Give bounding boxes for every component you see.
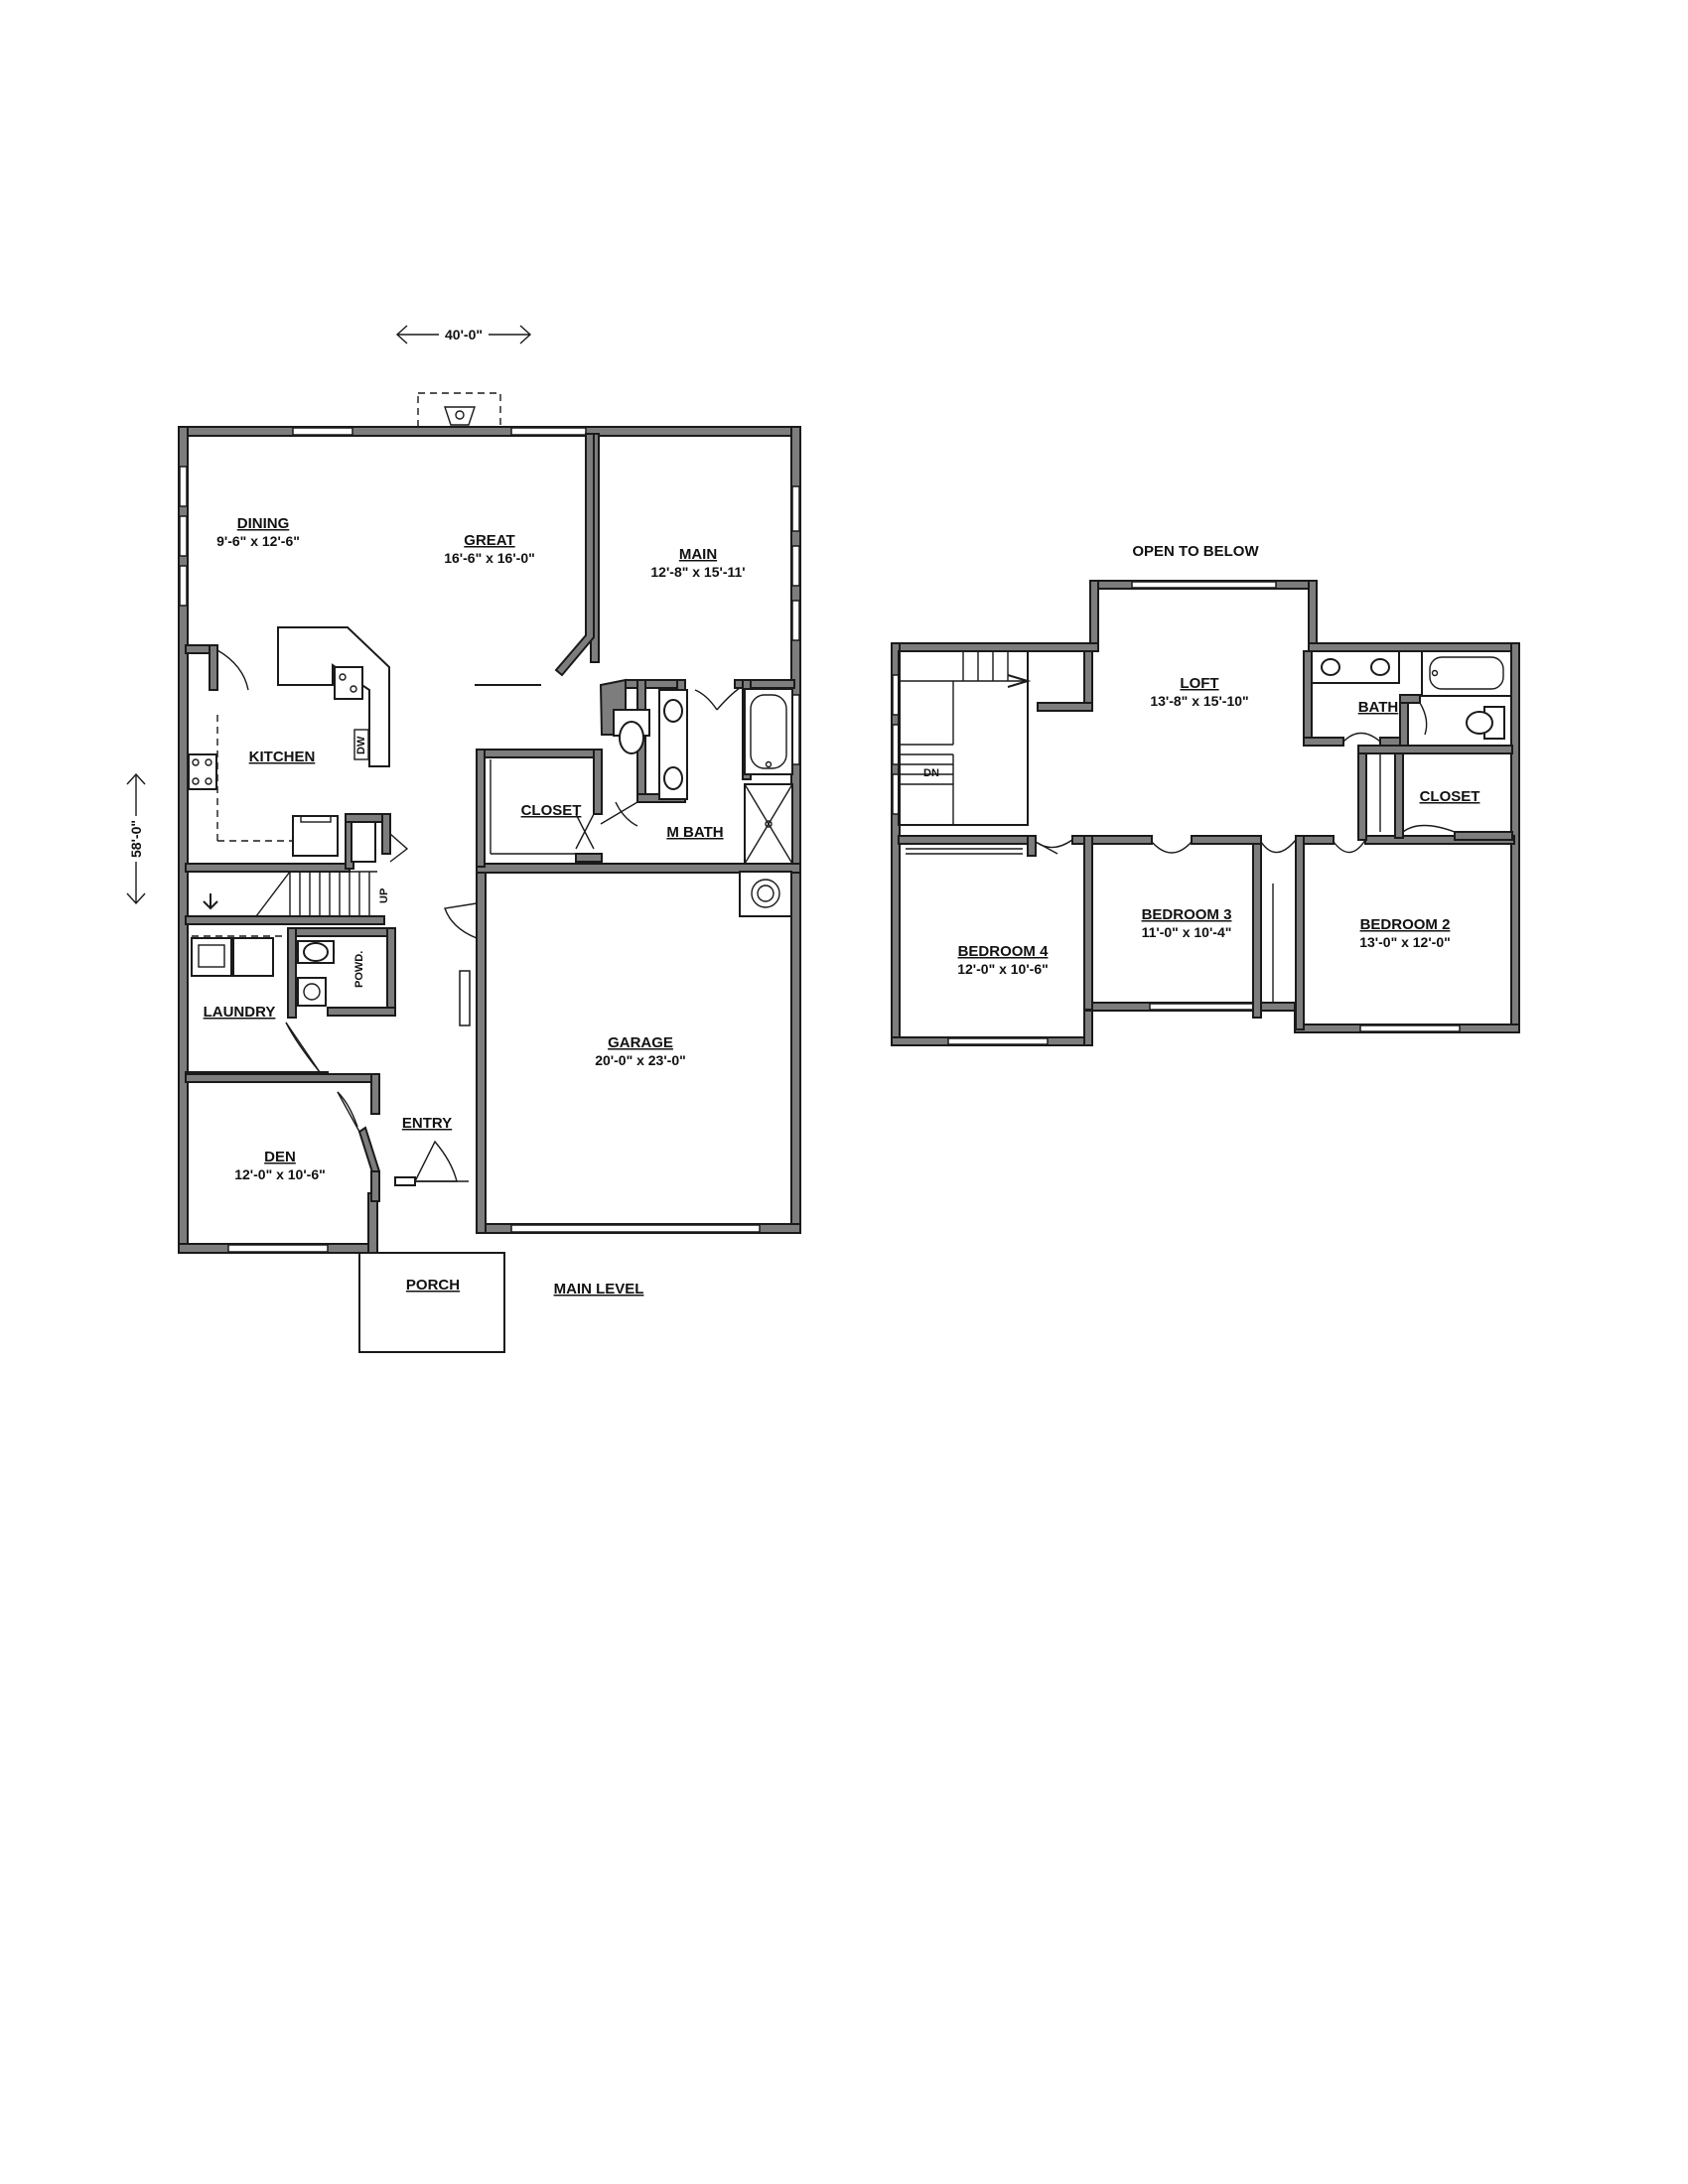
pantry — [351, 821, 409, 863]
stairs-up-label: UP — [378, 888, 390, 903]
upper-doors — [906, 732, 1456, 1003]
depth-dimension: 58'-0" — [126, 772, 146, 905]
den-door — [337, 1091, 360, 1133]
room-den-name: DEN — [264, 1149, 296, 1165]
upper-level-labels: LOFT 13'-8" x 15'-10" BATH CLOSET BEDROO… — [957, 675, 1479, 977]
main-level-labels: DINING 9'-6" x 12'-6" GREAT 16'-6" x 16'… — [204, 515, 746, 1297]
room-den-size: 12'-0" x 10'-6" — [234, 1166, 326, 1182]
room-laundry-name: LAUNDRY — [204, 1004, 276, 1021]
upper-bath-fixtures — [1311, 650, 1512, 740]
upper-interior-walls — [898, 650, 1515, 1030]
upper-windows — [892, 581, 1461, 1045]
upper-level-plan: OPEN TO BELOW — [891, 543, 1520, 1046]
garage-entry-door — [444, 902, 478, 940]
stairs-down-label: DN — [923, 767, 939, 779]
room-bedroom2-name: BEDROOM 2 — [1360, 916, 1451, 933]
room-great-name: GREAT — [464, 532, 514, 549]
room-bedroom4-size: 12'-0" x 10'-6" — [957, 961, 1049, 977]
fireplace — [417, 392, 501, 430]
kitchen-island: DW — [277, 626, 390, 767]
room-bedroom4-name: BEDROOM 4 — [958, 943, 1050, 960]
dishwasher-label: DW — [355, 736, 367, 754]
room-main-size: 12'-8" x 15'-11' — [650, 564, 745, 580]
main-stairs: UP — [203, 871, 390, 917]
room-powd-name: POWD. — [353, 951, 365, 988]
room-great-size: 16'-6" x 16'-0" — [444, 550, 535, 566]
room-dining-name: DINING — [237, 515, 290, 532]
porch — [358, 1252, 505, 1353]
room-bedroom3-size: 11'-0" x 10'-4" — [1142, 924, 1232, 940]
kitchen-counter — [188, 715, 339, 857]
laundry-door — [285, 1022, 321, 1073]
powder-room-fixtures — [297, 940, 335, 1007]
room-porch-name: PORCH — [406, 1277, 460, 1294]
room-entry-name: ENTRY — [402, 1115, 452, 1132]
main-windows — [179, 427, 800, 1253]
upper-stairs: DN — [898, 650, 1093, 826]
closet-details — [490, 759, 595, 855]
room-garage-size: 20'-0" x 23'-0" — [595, 1052, 686, 1068]
room-closet-name: CLOSET — [521, 802, 582, 819]
room-main-name: MAIN — [679, 546, 717, 563]
width-dimension-label: 40'-0" — [445, 327, 483, 342]
master-bath-fixtures — [600, 687, 793, 865]
room-garage-name: GARAGE — [608, 1034, 673, 1051]
laundry-appliances — [191, 935, 288, 977]
width-dimension: 40'-0" — [395, 325, 532, 344]
room-dining-size: 9'-6" x 12'-6" — [216, 533, 300, 549]
main-level-title: MAIN LEVEL — [554, 1281, 644, 1297]
room-loft-size: 13'-8" x 15'-10" — [1150, 693, 1248, 709]
room-bedroom2-size: 13'-0" x 12'-0" — [1359, 934, 1451, 950]
room-kitchen-name: KITCHEN — [249, 749, 316, 765]
room-bedroom3-name: BEDROOM 3 — [1142, 906, 1232, 923]
room-m-bath-name: M BATH — [666, 824, 723, 841]
open-to-below-label: OPEN TO BELOW — [1132, 543, 1259, 560]
water-heater — [739, 871, 792, 917]
main-level-plan: 40'-0" 58'-0" — [126, 325, 801, 1353]
room-bath-name: BATH — [1358, 699, 1399, 716]
front-door — [394, 1140, 469, 1186]
room-loft-name: LOFT — [1180, 675, 1218, 692]
room-upper-closet-name: CLOSET — [1420, 788, 1480, 805]
dining-closet-door — [216, 649, 249, 691]
depth-dimension-label: 58'-0" — [128, 820, 144, 858]
